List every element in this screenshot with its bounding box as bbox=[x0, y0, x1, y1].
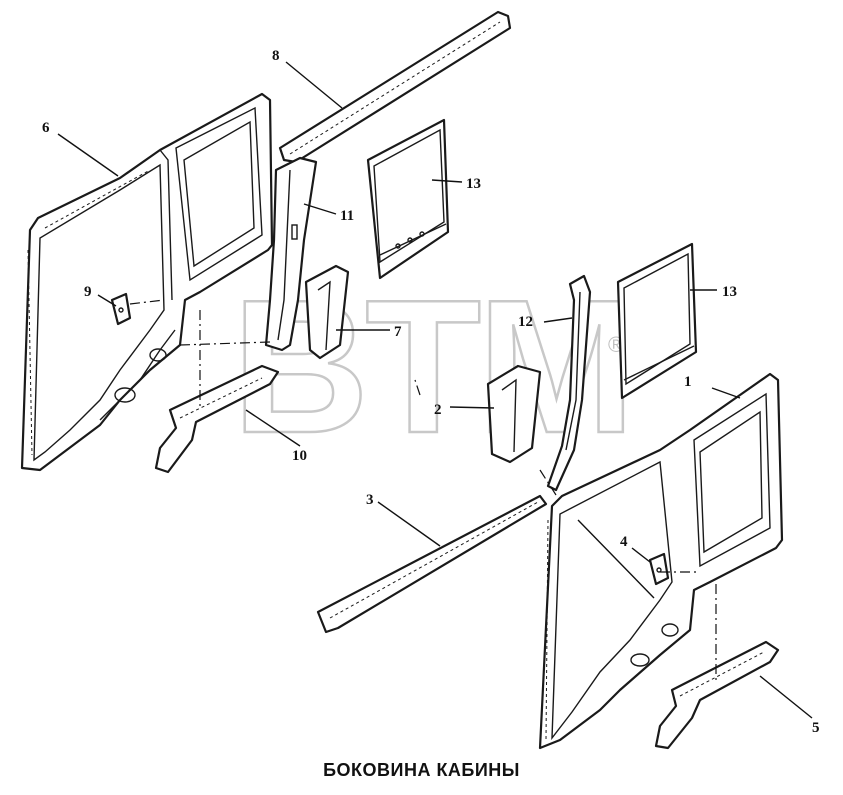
callout-12: 12 bbox=[518, 314, 533, 330]
part-8-roof-rail bbox=[278, 10, 512, 164]
part-4-bracket bbox=[648, 552, 670, 586]
callout-4: 4 bbox=[620, 534, 628, 550]
part-5-floor-sill bbox=[654, 640, 780, 750]
diagram-caption: БОКОВИНА КАБИНЫ bbox=[323, 760, 520, 780]
callout-1: 1 bbox=[684, 374, 692, 390]
assembly-lines bbox=[129, 299, 717, 680]
callout-3: 3 bbox=[366, 492, 374, 508]
callout-13-lower: 13 bbox=[722, 284, 737, 300]
part-13-upper-window-panel bbox=[366, 118, 450, 280]
callout-10: 10 bbox=[292, 448, 307, 464]
callout-7: 7 bbox=[394, 324, 402, 340]
part-3-floor-sill bbox=[316, 494, 548, 634]
part-9-bracket bbox=[110, 292, 132, 326]
leader-lines bbox=[57, 61, 813, 719]
callout-13-upper: 13 bbox=[466, 176, 481, 192]
part-11-pillar bbox=[264, 156, 318, 352]
callout-8: 8 bbox=[272, 48, 280, 64]
callout-labels: 6 8 9 11 7 10 13 13 12 2 1 3 4 5 bbox=[42, 48, 820, 736]
part-2-reinforcement bbox=[486, 364, 542, 464]
callout-2: 2 bbox=[434, 402, 442, 418]
part-1-right-side-panel bbox=[538, 372, 784, 750]
part-7-reinforcement bbox=[304, 264, 350, 360]
callout-6: 6 bbox=[42, 120, 50, 136]
part-13-lower-window-panel bbox=[616, 242, 698, 400]
part-10-floor-sill bbox=[154, 364, 280, 474]
callout-9: 9 bbox=[84, 284, 92, 300]
part-12-inner-pillar bbox=[546, 274, 592, 492]
callout-11: 11 bbox=[340, 208, 354, 224]
callout-5: 5 bbox=[812, 720, 820, 736]
part-6-left-side-panel bbox=[20, 92, 274, 472]
